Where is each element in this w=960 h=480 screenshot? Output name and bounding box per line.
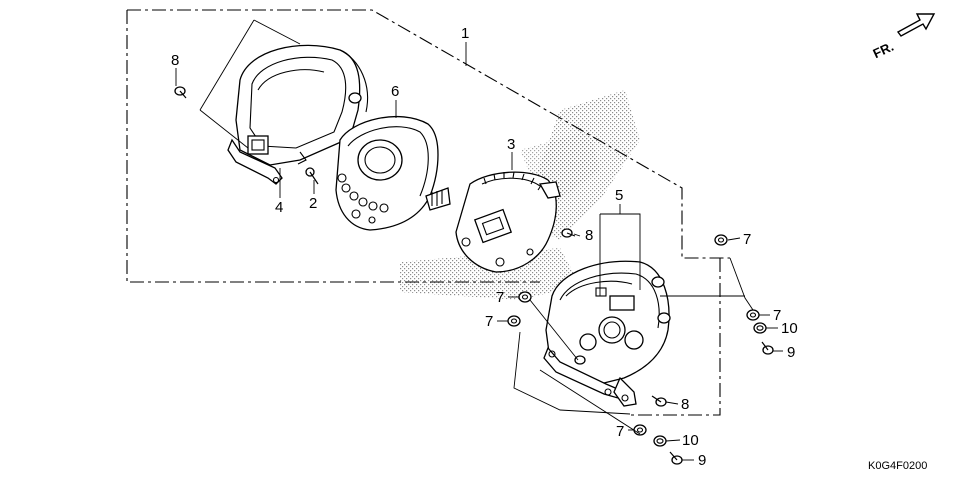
hardware	[174, 86, 774, 465]
callout-10-right: 10	[781, 320, 798, 337]
callout-9-bottom: 9	[698, 452, 706, 469]
callout-7-bottom: 7	[616, 423, 624, 440]
callouts: 1 8 6 3 5 4 2 8 7 7 7 7 10 9 8 7 10 9	[171, 25, 798, 469]
screw-part-2	[305, 167, 319, 185]
callout-3: 3	[507, 136, 515, 153]
direction-label: FR.	[871, 39, 896, 61]
meter-lens	[335, 116, 451, 231]
meter-dial-panel	[455, 171, 561, 273]
callout-7-left-lower: 7	[485, 313, 493, 330]
meter-rear-case	[543, 260, 671, 407]
callout-1: 1	[461, 25, 469, 42]
callout-7-right-top: 7	[743, 231, 751, 248]
meter-visor	[227, 44, 368, 185]
callout-7-right-mid: 7	[773, 307, 781, 324]
callout-2: 2	[309, 195, 317, 212]
front-direction-indicator: FR.	[871, 13, 936, 61]
assembly-boundary	[126, 9, 730, 416]
callout-8-bottom: 8	[681, 396, 689, 413]
callout-9-right: 9	[787, 344, 795, 361]
callout-5: 5	[615, 187, 623, 204]
leader-lines	[175, 19, 783, 461]
drawing-code: K0G4F0200	[868, 460, 927, 472]
callout-8-top: 8	[171, 52, 179, 69]
callout-4: 4	[275, 199, 283, 216]
callout-7-left-upper: 7	[496, 289, 504, 306]
callout-10-bottom: 10	[682, 432, 699, 449]
callout-8-mid: 8	[585, 227, 593, 244]
callout-6: 6	[391, 83, 399, 100]
direction-arrow-icon	[896, 13, 936, 37]
